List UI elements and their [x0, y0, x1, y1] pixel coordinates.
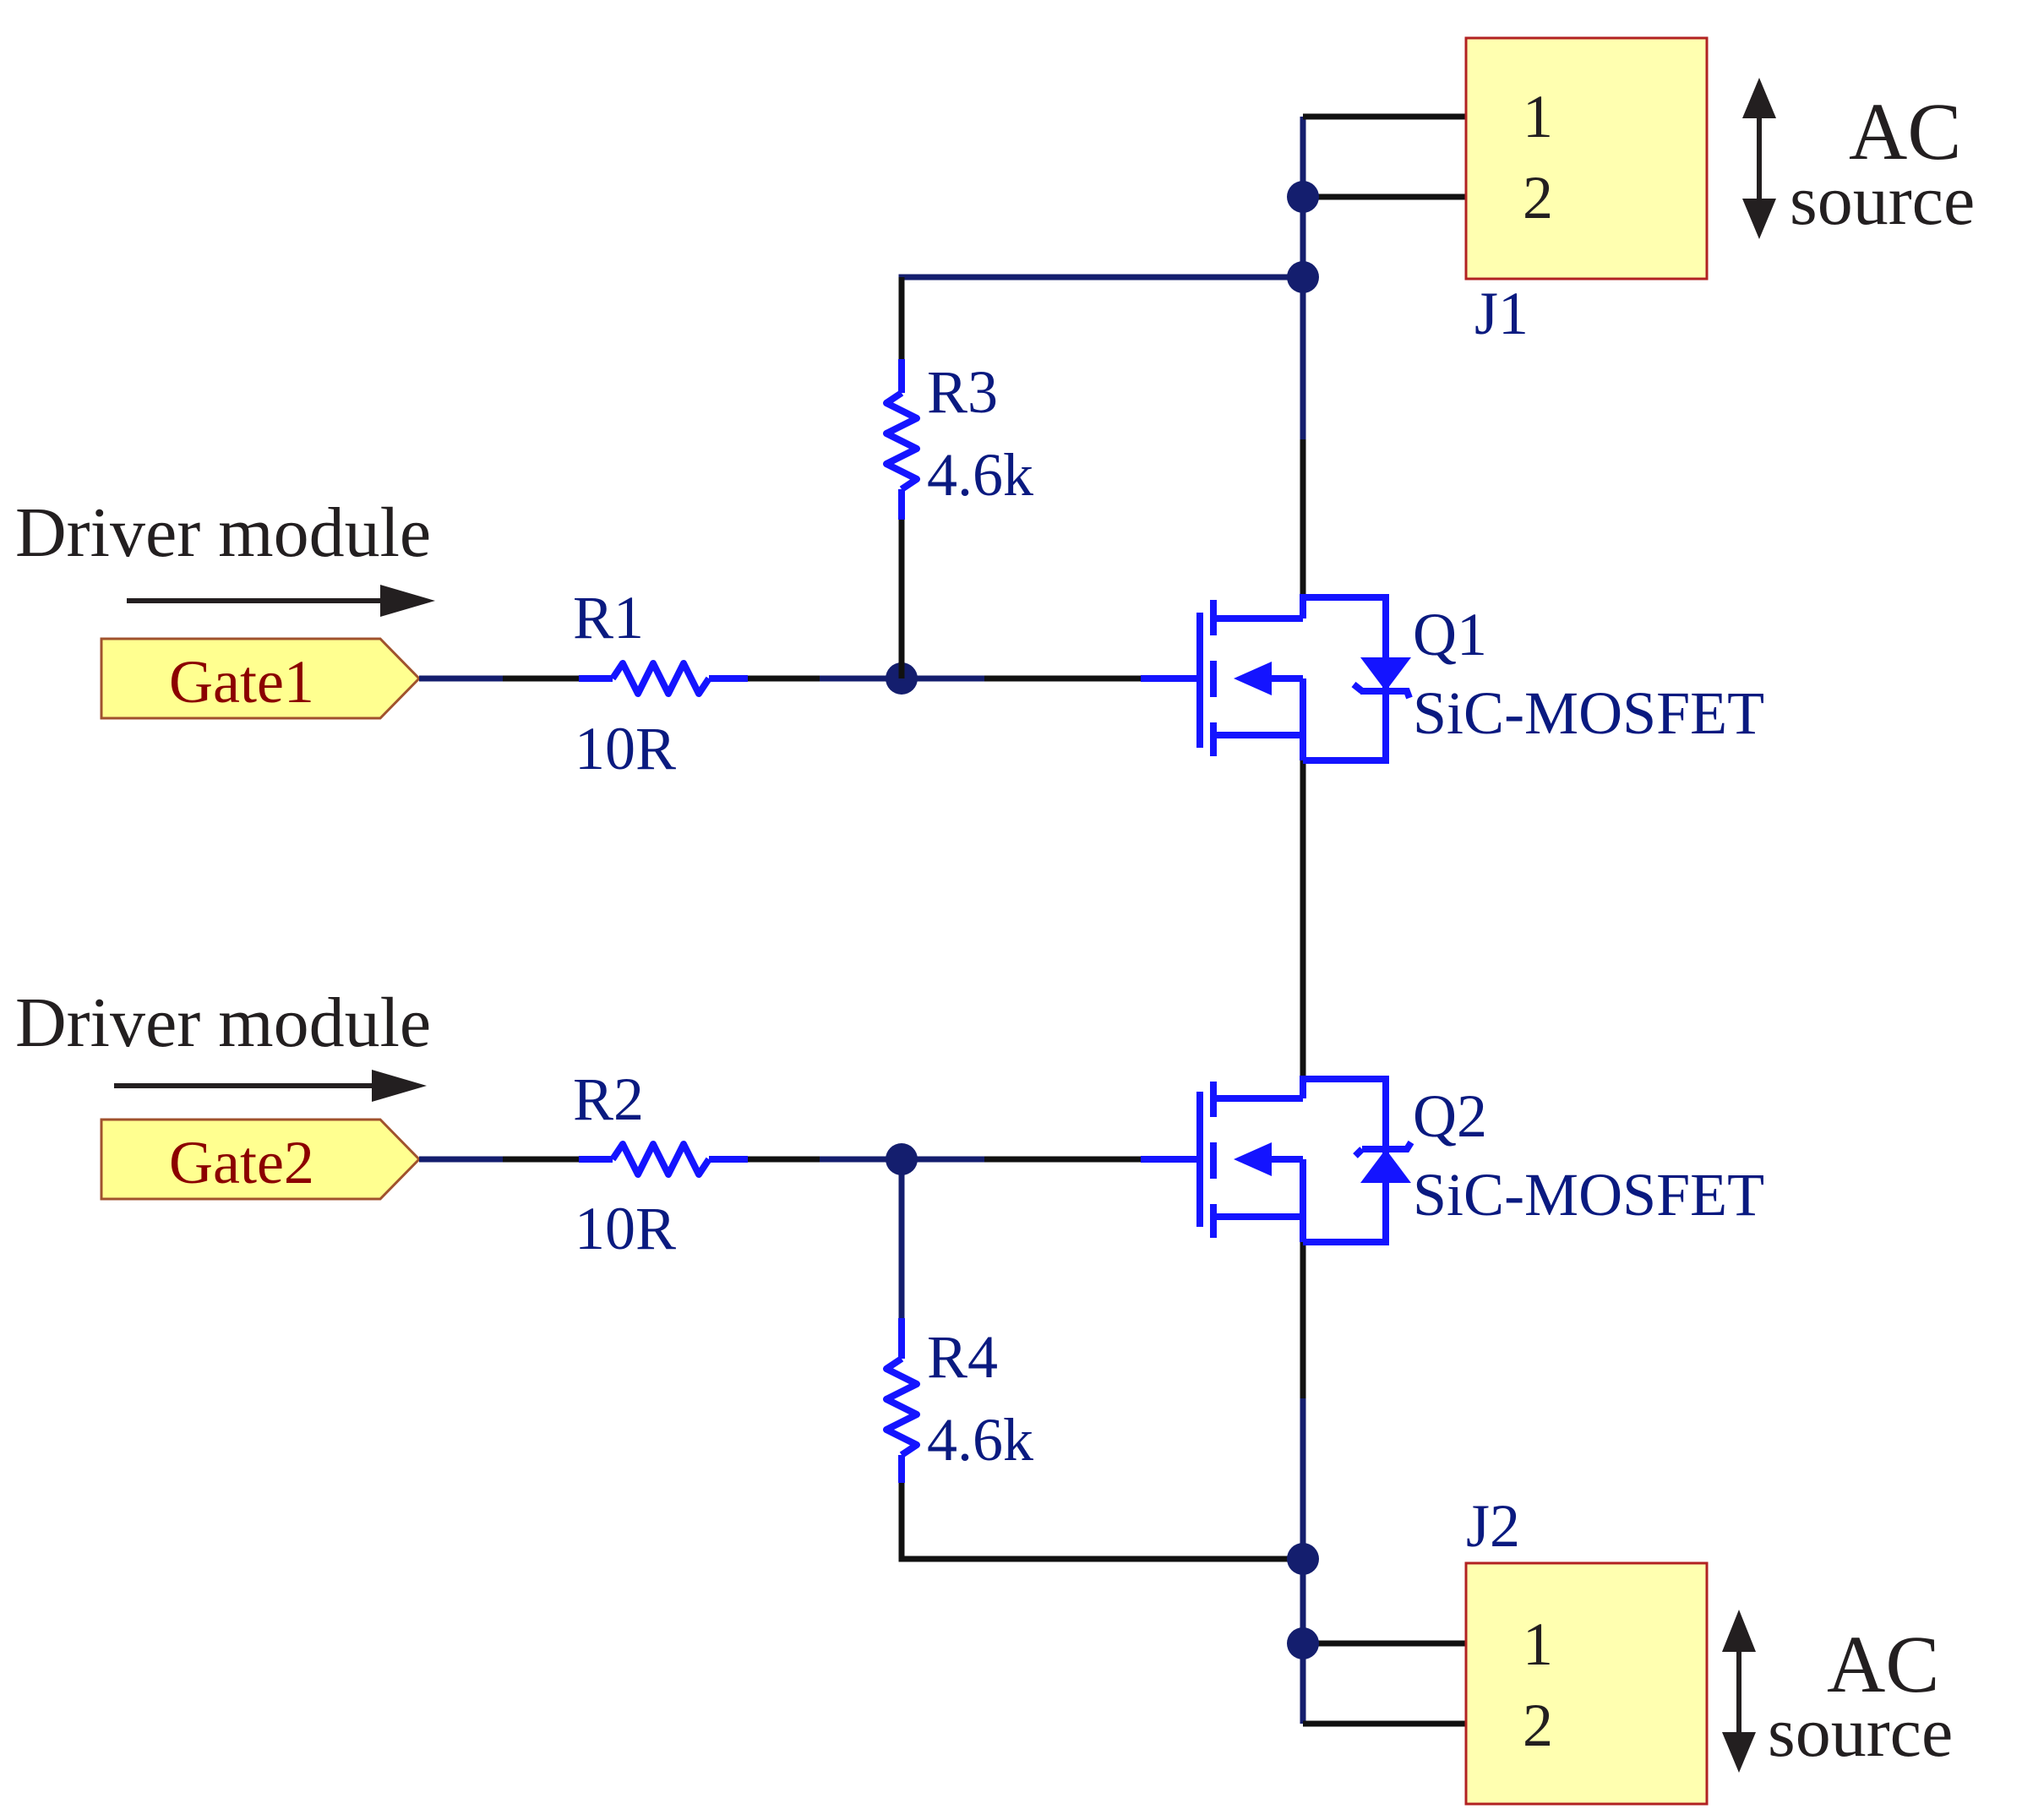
q1-mosfet-icon[interactable] [1196, 594, 1413, 764]
r4-value-label: 4.6k [927, 1406, 1033, 1474]
q2-mosfet-icon[interactable] [1196, 1076, 1414, 1245]
q1-ref-label: Q1 [1413, 601, 1487, 668]
top-ac-double-arrow-icon [1742, 78, 1776, 239]
j1-ref-label: J1 [1474, 280, 1529, 347]
r3-value-label: 4.6k [927, 441, 1033, 509]
r1-value-label: 10R [575, 715, 676, 782]
r4-ref-label: R4 [927, 1323, 998, 1391]
top-driver-arrow-icon [127, 585, 435, 617]
j1-connector[interactable]: 1 2 [1464, 36, 1709, 281]
q2-ref-label: Q2 [1413, 1082, 1487, 1150]
top-section: Driver module Gate1 R1 10R [15, 36, 1975, 1077]
bottom-ac-double-arrow-icon [1722, 1610, 1756, 1773]
j1-pin2-label: 2 [1523, 164, 1553, 232]
r4-source-junction-dot [1287, 1543, 1319, 1575]
q1-type-label: SiC-MOSFET [1413, 679, 1764, 747]
r3-wire [898, 274, 1303, 678]
bottom-driver-module-label: Driver module [15, 984, 431, 1062]
r4-resistor[interactable] [883, 1318, 920, 1483]
j1-pin1-label: 1 [1523, 83, 1553, 150]
r4-wire [898, 1159, 1303, 1562]
j2-pin1-label: 1 [1523, 1610, 1553, 1678]
r1-ref-label: R1 [573, 584, 644, 651]
top-ac-label: AC [1849, 86, 1961, 177]
q2-type-label: SiC-MOSFET [1413, 1161, 1764, 1229]
j2-ref-label: J2 [1466, 1492, 1520, 1560]
r2-resistor[interactable] [579, 1141, 748, 1178]
j1-pin2-junction-dot [1287, 181, 1319, 213]
r1-resistor[interactable] [579, 660, 748, 697]
bottom-source-label: source [1768, 1693, 1953, 1772]
gate2-port-label: Gate2 [169, 1129, 314, 1196]
j2-pin2-label: 2 [1523, 1692, 1553, 1759]
gate1-port[interactable]: Gate1 [100, 637, 422, 720]
gate1-port-label: Gate1 [169, 648, 314, 716]
r3-drain-junction-dot [1287, 261, 1319, 293]
r2-ref-label: R2 [573, 1065, 644, 1133]
top-source-label: source [1790, 161, 1975, 240]
j2-connector[interactable]: 1 2 [1464, 1561, 1709, 1806]
gate2-port[interactable]: Gate2 [100, 1118, 422, 1201]
r3-resistor[interactable] [883, 359, 920, 520]
bottom-driver-arrow-icon [114, 1070, 427, 1102]
top-driver-module-label: Driver module [15, 493, 431, 572]
r2-value-label: 10R [575, 1195, 676, 1262]
bottom-ac-label: AC [1827, 1619, 1939, 1709]
j2-pin1-junction-dot [1287, 1627, 1319, 1659]
r3-ref-label: R3 [927, 358, 998, 426]
bottom-section: Driver module Gate2 R2 10R [15, 984, 1953, 1806]
